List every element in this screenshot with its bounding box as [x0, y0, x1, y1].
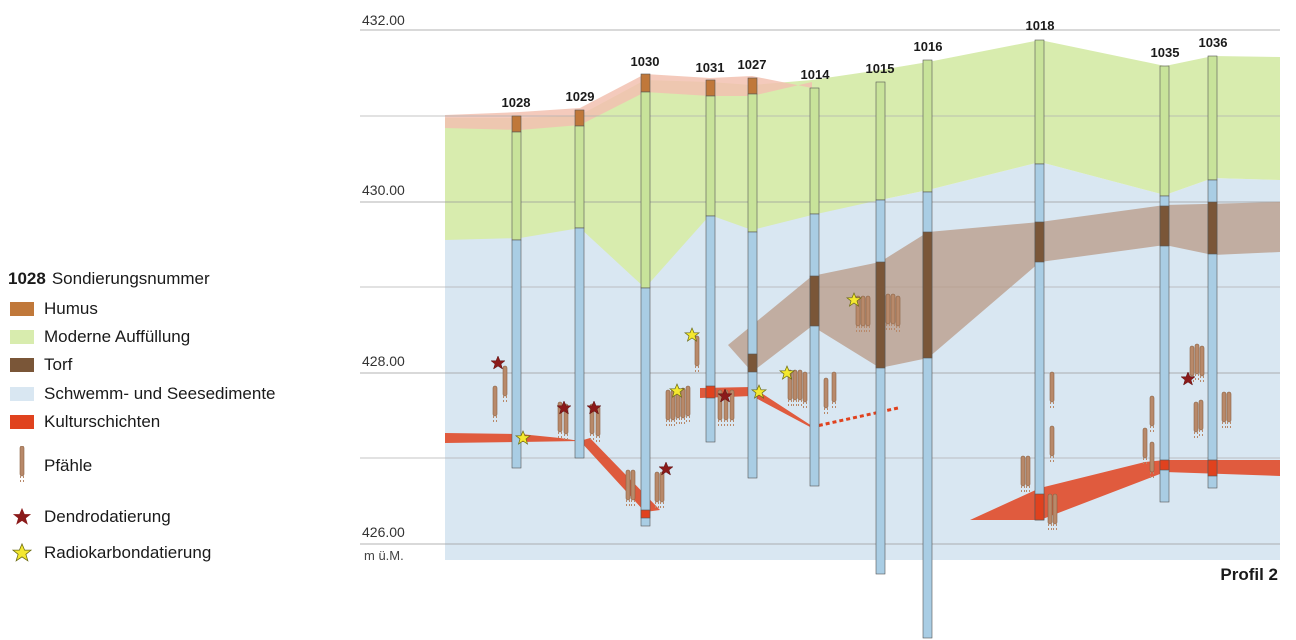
elevation-label-430: 430.00	[362, 182, 405, 198]
legend-label: Schwemm- und Seesedimente	[44, 384, 276, 403]
legend-label: Humus	[44, 299, 98, 318]
borehole-label: 1015	[866, 61, 895, 76]
borehole-label: 1016	[914, 39, 943, 54]
profile-title: Profil 2	[1220, 565, 1278, 584]
radio-star-icon	[12, 543, 32, 562]
elevation-label-432: 432.00	[362, 12, 405, 28]
borehole-label: 1030	[631, 54, 660, 69]
legend-label: Torf	[44, 355, 73, 374]
auffuellung-swatch	[10, 330, 34, 344]
borehole-label: 1018	[1026, 18, 1055, 33]
legend-label: Kulturschichten	[44, 412, 161, 431]
borehole-labels: 1028 1029 1030 1031 1027 1014 1015 1016 …	[502, 18, 1228, 110]
legend-label: Dendrodatierung	[44, 507, 171, 526]
elevation-label-426: 426.00	[362, 524, 405, 540]
legend-item-sondierung: 1028 Sondierungsnummer	[8, 268, 210, 290]
legend-item-sediment: Schwemm- und Seesedimente	[8, 383, 276, 405]
elevation-label-428: 428.00	[362, 353, 405, 369]
layer-auffuellung	[445, 40, 1280, 288]
borehole-label: 1027	[738, 57, 767, 72]
layer-torf-wedge	[728, 202, 1280, 372]
boreholes	[511, 39, 1218, 639]
unit-label: m ü.M.	[364, 548, 404, 563]
legend-item-auffuellung: Moderne Auffüllung	[8, 326, 190, 348]
legend-item-dendro: Dendrodatierung	[8, 506, 171, 528]
dendro-star-icon	[12, 507, 32, 525]
kultur-swatch	[10, 415, 34, 429]
humus-swatch	[10, 302, 34, 316]
legend-item-radio: Radiokarbondatierung	[8, 542, 211, 564]
borehole-label: 1036	[1199, 35, 1228, 50]
borehole-label: 1031	[696, 60, 725, 75]
borehole-label: 1035	[1151, 45, 1180, 60]
legend-label: Radiokarbondatierung	[44, 543, 212, 562]
legend-item-kultur: Kulturschichten	[8, 411, 160, 433]
legend-item-pfahl: Pfähle	[8, 446, 92, 486]
borehole-label: 1029	[566, 89, 595, 104]
legend-item-torf: Torf	[8, 354, 72, 376]
legend-label: Moderne Auffüllung	[44, 327, 191, 346]
legend-number-example: 1028	[8, 269, 46, 288]
layer-sediment	[445, 162, 1280, 560]
borehole-label: 1028	[502, 95, 531, 110]
legend-label: Pfähle	[44, 456, 93, 475]
stake-icon	[19, 446, 25, 485]
borehole-label: 1014	[801, 67, 831, 82]
sediment-swatch	[10, 387, 34, 401]
legend-label: Sondierungsnummer	[51, 269, 210, 288]
legend-item-humus: Humus	[8, 298, 98, 320]
torf-swatch	[10, 358, 34, 372]
